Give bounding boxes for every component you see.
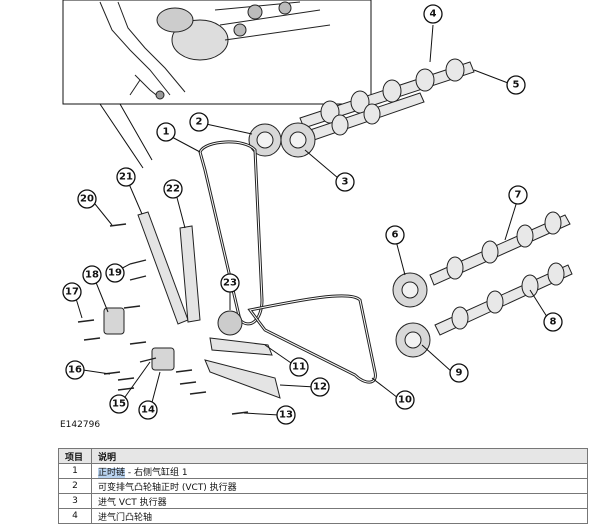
- timing-chain-left-bank: [247, 294, 377, 384]
- callout-20: 20: [77, 189, 97, 209]
- callout-11: 11: [289, 357, 309, 377]
- svg-text:19: 19: [108, 268, 122, 279]
- legend-table: 项目 说明 1 正时链 - 右侧气缸组 1 2 可变排气凸轮轴正时 (VCT) …: [58, 448, 588, 524]
- legend-row-desc: 正时链 - 右侧气缸组 1: [91, 463, 588, 479]
- svg-text:9: 9: [456, 368, 463, 379]
- exhaust-camshaft-right: [309, 92, 425, 141]
- callout-21: 21: [116, 167, 136, 187]
- svg-text:15: 15: [112, 399, 126, 410]
- legend-row: 2 可变排气凸轮轴正时 (VCT) 执行器: [58, 478, 588, 494]
- svg-text:13: 13: [279, 410, 293, 421]
- svg-text:10: 10: [398, 395, 412, 406]
- crankshaft-sprocket: [217, 310, 243, 336]
- svg-text:7: 7: [515, 190, 522, 201]
- legend-row-desc-rest: - 右侧气缸组 1: [125, 467, 188, 478]
- callout-19: 19: [105, 263, 125, 283]
- legend-row-desc: 进气 VCT 执行器: [91, 493, 588, 509]
- svg-text:21: 21: [119, 172, 133, 183]
- callout-2: 2: [189, 112, 209, 132]
- svg-text:16: 16: [68, 365, 82, 376]
- timing-chain-right-bank: [198, 140, 264, 326]
- legend-header-item: 项目: [58, 448, 92, 464]
- legend-row-item: 4: [58, 508, 92, 524]
- legend-row-item: 1: [58, 463, 92, 479]
- engine-detail-drawing: [99, 1, 331, 100]
- svg-text:1: 1: [163, 127, 170, 138]
- svg-text:17: 17: [65, 287, 79, 298]
- callout-22: 22: [163, 179, 183, 199]
- callout-9: 9: [449, 363, 469, 383]
- figure-code: E142796: [60, 420, 100, 430]
- callout-8: 8: [543, 312, 563, 332]
- callout-23: 23: [220, 273, 240, 293]
- svg-text:6: 6: [392, 230, 399, 241]
- callout-10: 10: [395, 390, 415, 410]
- legend-row: 4 进气门凸轮轴: [58, 508, 588, 524]
- legend-row-item: 2: [58, 478, 92, 494]
- svg-text:3: 3: [342, 177, 349, 188]
- callout-7: 7: [508, 185, 528, 205]
- svg-text:5: 5: [513, 80, 520, 91]
- legend-header-row: 项目 说明: [58, 448, 588, 464]
- chain-guides: [137, 211, 281, 399]
- svg-text:12: 12: [313, 382, 327, 393]
- svg-text:8: 8: [550, 317, 557, 328]
- callout-17: 17: [62, 282, 82, 302]
- svg-text:18: 18: [85, 270, 99, 281]
- legend-row-desc: 进气门凸轮轴: [91, 508, 588, 524]
- callout-6: 6: [385, 225, 405, 245]
- callout-13: 13: [276, 405, 296, 425]
- callout-3: 3: [335, 172, 355, 192]
- legend-header-desc: 说明: [91, 448, 588, 464]
- inset-pointer-line: [99, 103, 153, 169]
- callout-14: 14: [138, 400, 158, 420]
- legend-row: 3 进气 VCT 执行器: [58, 493, 588, 509]
- callout-15: 15: [109, 394, 129, 414]
- callout-12: 12: [310, 377, 330, 397]
- svg-text:22: 22: [166, 184, 180, 195]
- vct-actuators-lower: [392, 272, 431, 358]
- highlighted-term: 正时链: [98, 467, 126, 478]
- callout-16: 16: [65, 360, 85, 380]
- svg-text:2: 2: [196, 117, 203, 128]
- svg-text:23: 23: [223, 278, 237, 289]
- exploded-timing-diagram: 1 2 3 4 5 6 7 8 9 10 11 12 13 14 15 16 1…: [60, 0, 573, 430]
- svg-text:14: 14: [141, 405, 155, 416]
- callout-5: 5: [506, 75, 526, 95]
- chain-tensioner: [103, 307, 175, 371]
- callout-4: 4: [423, 4, 443, 24]
- callout-1: 1: [156, 122, 176, 142]
- vct-actuators-upper: [248, 122, 316, 158]
- intake-camshaft-right: [299, 58, 475, 129]
- legend-row: 1 正时链 - 右侧气缸组 1: [58, 463, 588, 479]
- legend-row-desc: 可变排气凸轮轴正时 (VCT) 执行器: [91, 478, 588, 494]
- svg-text:4: 4: [430, 9, 437, 20]
- svg-text:11: 11: [292, 362, 306, 373]
- camshafts-left-bank: [429, 211, 573, 336]
- legend-row-item: 3: [58, 493, 92, 509]
- callout-18: 18: [82, 265, 102, 285]
- svg-text:20: 20: [80, 194, 94, 205]
